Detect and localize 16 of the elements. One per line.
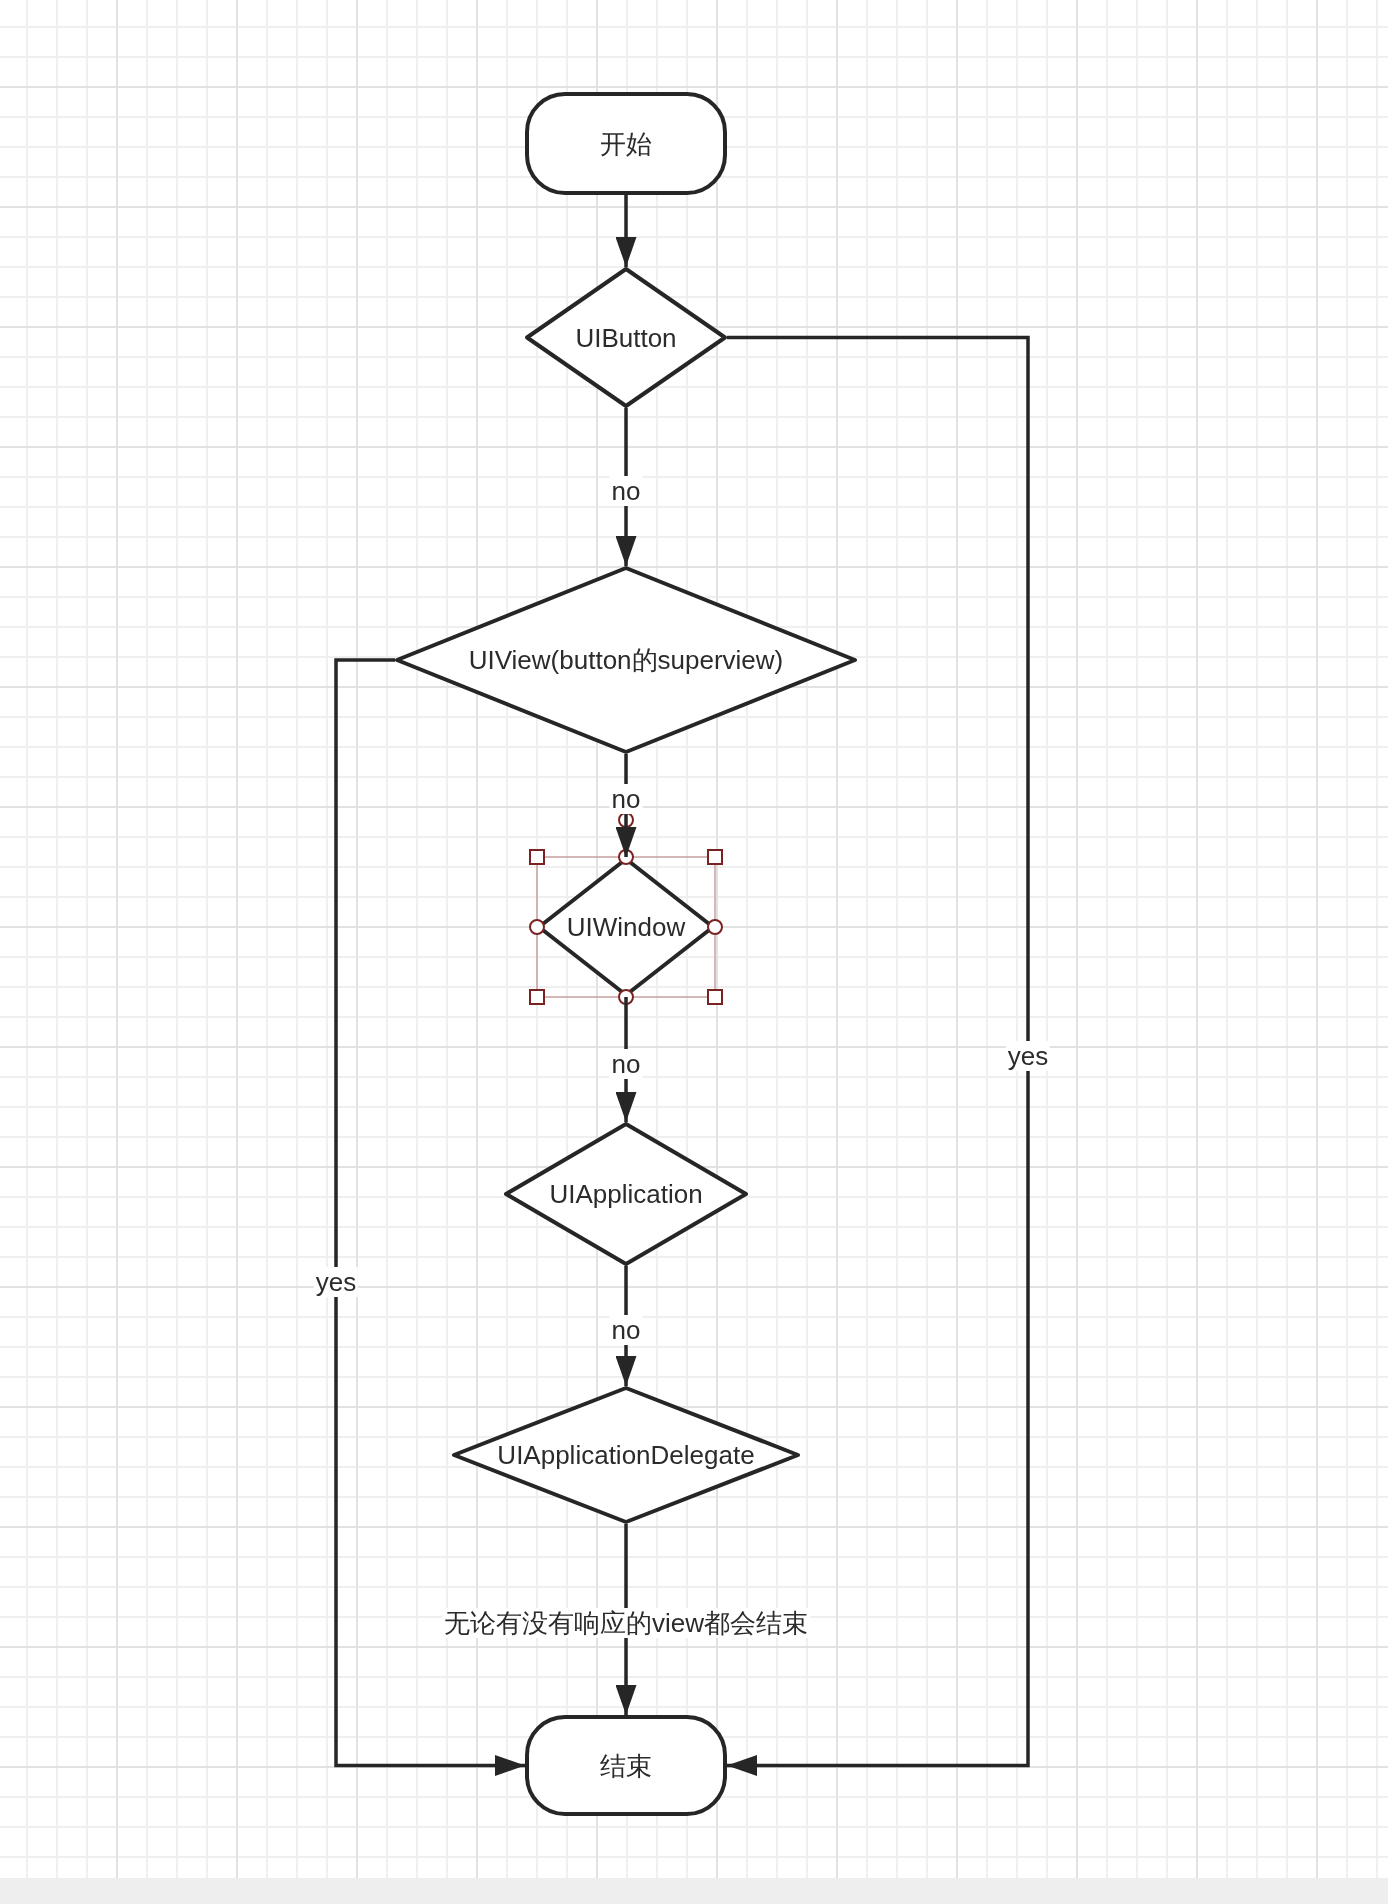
arrow: [334, 658, 525, 1776]
terminator-box: 结束: [525, 1715, 727, 1816]
edge-label: no: [609, 1315, 643, 1345]
arrow: [615, 195, 637, 267]
terminator-box: 开始: [525, 92, 727, 195]
edge-label: yes: [1005, 1041, 1051, 1071]
edge-label: no: [609, 1049, 643, 1079]
edge-label: no: [609, 784, 643, 814]
edge-label: 无论有没有响应的view都会结束: [442, 1608, 810, 1638]
edge-label: no: [609, 476, 643, 506]
decision-diamond: UIView(button的superview): [395, 566, 857, 754]
arrow: [727, 335, 1030, 1776]
decision-diamond: UIApplicationDelegate: [452, 1386, 800, 1524]
edge-label: yes: [313, 1267, 359, 1297]
decision-diamond: UIApplication: [504, 1122, 748, 1266]
decision-diamond: UIButton: [525, 267, 727, 408]
